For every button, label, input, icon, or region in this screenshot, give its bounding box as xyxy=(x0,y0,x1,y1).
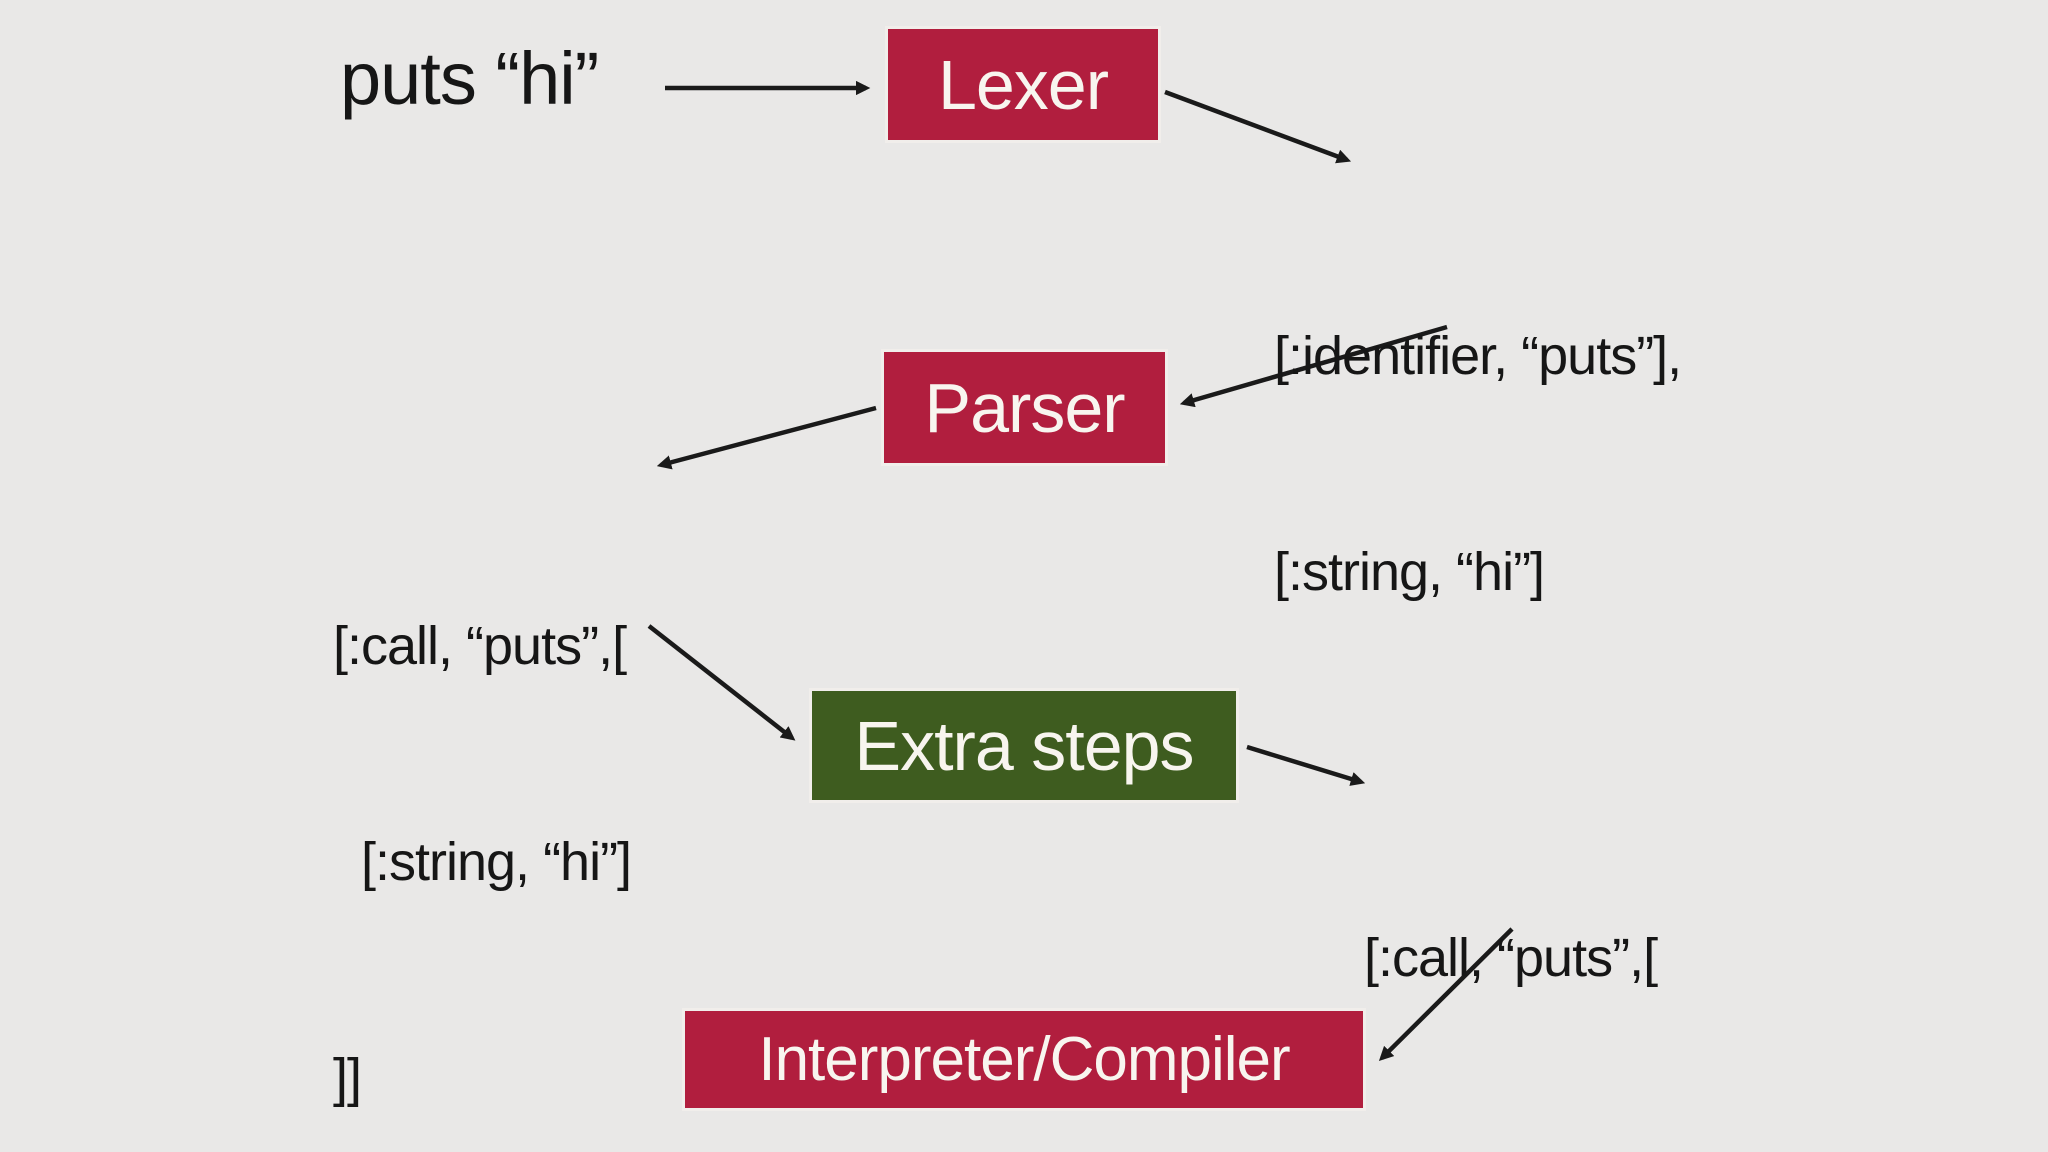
node-parser: Parser xyxy=(881,349,1168,466)
node-interpreter-compiler: Interpreter/Compiler xyxy=(682,1008,1366,1111)
ast1-line-3: ]] xyxy=(333,1048,362,1108)
arrow-ast-to-extra-steps xyxy=(647,624,796,741)
node-extra-steps: Extra steps xyxy=(809,688,1239,803)
node-lexer: Lexer xyxy=(885,26,1161,143)
source-code-text: puts “hi” xyxy=(340,37,599,120)
arrow-lexer-to-tokens xyxy=(1164,89,1352,164)
node-extra-steps-label: Extra steps xyxy=(854,706,1194,785)
ast2-line-1: [:call, “puts”,[ xyxy=(1364,928,1658,988)
ast-after-extra-steps-text: [:call, “puts”,[ [:string, “hi”] ]] xyxy=(1364,778,1663,1152)
node-parser-label: Parser xyxy=(924,368,1125,447)
arrow-parser-to-ast xyxy=(656,405,877,470)
arrow-extra-steps-to-ast2 xyxy=(1246,744,1366,786)
token-line-2: [:string, “hi”] xyxy=(1274,542,1545,602)
ast-after-parser-text: [:call, “puts”,[ [:string, “hi”] ]] xyxy=(333,466,632,1152)
token-line-1: [:identifier, “puts”], xyxy=(1274,326,1682,386)
token-output-text: [:identifier, “puts”], [:string, “hi”] xyxy=(1274,176,1682,752)
ast1-line-1: [:call, “puts”,[ xyxy=(333,616,627,676)
node-lexer-label: Lexer xyxy=(937,45,1109,124)
ast2-line-2: [:string, “hi”] xyxy=(1364,1138,1663,1152)
node-interpreter-compiler-label: Interpreter/Compiler xyxy=(758,1025,1290,1094)
ast1-line-2: [:string, “hi”] xyxy=(333,832,632,892)
